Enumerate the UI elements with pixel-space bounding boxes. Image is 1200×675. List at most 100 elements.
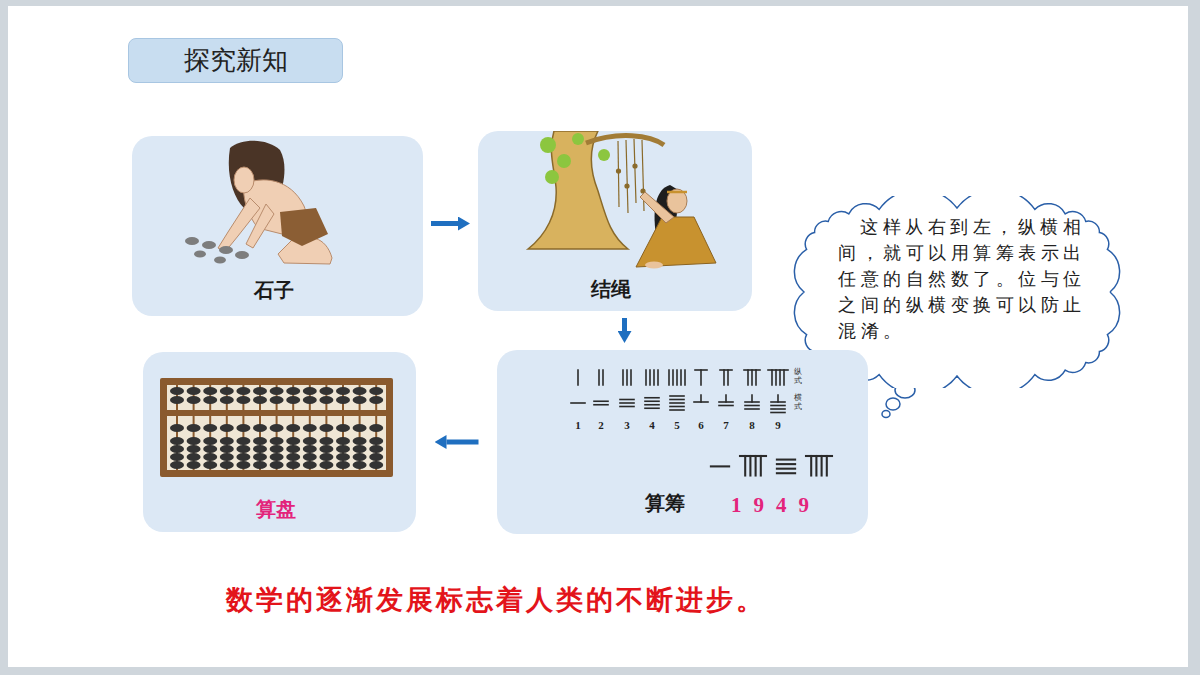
knotted-cords-part [633,164,637,168]
stage-box: 结绳 [478,131,752,311]
stage-label: 结绳 [478,277,744,301]
digit-label: 6 [693,418,709,432]
abacus-beads-part [303,461,317,469]
flow-arrow [431,221,458,226]
abacus-beads-part [353,396,367,404]
counting-rod-symbols-part [745,408,759,410]
abacus-beads-part [253,453,267,461]
counting-rod-symbols-part [620,399,634,401]
abacus-beads-part [319,453,333,461]
counting-rod-symbols-part [745,401,759,403]
abacus-beads-part [187,437,201,445]
abacus-beads-part [336,396,350,404]
counting-rod-symbols-part [719,405,733,407]
stage-box: 石子 [132,136,423,316]
stones-part [185,237,199,245]
abacus-beads-part [187,396,201,404]
abacus-beads-part [286,424,300,432]
counting-rod-symbols-part [620,402,634,404]
counting-rod-symbols-part [821,456,823,476]
abacus-beads-part [319,461,333,469]
stones-part [219,246,233,254]
abacus-beads-part [369,387,383,395]
abacus-beads-part [319,396,333,404]
counting-rod-symbols-part [719,401,733,403]
form-label: 纵式 [794,368,802,386]
abacus-beads-part [286,437,300,445]
abacus-beads-part [270,396,284,404]
abacus-frame [160,378,393,477]
counting-rod-symbols-part [826,456,828,476]
counting-rod-symbols-part [755,370,757,385]
stage-label: 算筹 [635,491,695,515]
counting-rod-symbols-part [630,370,632,385]
digit-label: 9 [770,418,786,432]
counting-rod-symbols-part [747,370,749,385]
counting-rod-symbols-part [725,395,727,402]
counting-rod-symbols-part [815,456,817,476]
abacus-beads-part [170,387,184,395]
knotted-cords-part [634,139,636,203]
abacus-beads-part [270,445,284,453]
counting-rod-symbols-part [670,409,684,411]
tree-part [528,131,628,249]
abacus-beads-part [319,424,333,432]
abacus-beads-part [170,437,184,445]
caveman-figure-part [280,208,328,246]
counting-rod-symbols-part [657,370,659,385]
abacus-beads-part [319,387,333,395]
abacus-beads-part [286,453,300,461]
counting-rod-symbols-part [779,370,781,385]
woman-figure-part [667,191,687,194]
counting-rod-symbols-part [577,370,579,385]
counting-rod-symbols-part [676,370,678,385]
abacus-beads-part [170,453,184,461]
abacus-beads-part [187,453,201,461]
abacus-rods [177,385,376,470]
abacus-beads-part [303,396,317,404]
counting-rod-symbols-part [775,370,777,385]
example-number: 1949 [710,492,830,518]
counting-rod-symbols-part [760,456,762,476]
counting-rod-symbols-part [751,370,753,385]
woman-figure-part [640,192,674,223]
knotted-cords-part [617,169,621,173]
counting-rod-symbols-part [653,370,655,385]
stage-label: 石子 [132,278,415,302]
abacus-beads-part [236,453,250,461]
counting-rod-symbols-part [622,370,624,385]
abacus-beads-part [369,453,383,461]
section-title: 探究新知 [128,38,343,83]
stage-label: 算盘 [143,497,408,521]
abacus-beads-part [369,461,383,469]
abacus-beads-part [353,387,367,395]
woman-figure-part [667,189,687,213]
abacus-beads-part [220,396,234,404]
abacus-beads-part [270,437,284,445]
abacus-beads-part [270,387,284,395]
counting-rod-symbols-part [645,400,659,402]
abacus-beads-part [353,461,367,469]
counting-rod-symbols-part [810,456,812,476]
counting-rod-symbols-part [740,455,766,457]
abacus-beads-part [286,396,300,404]
abacus-beads-part [270,461,284,469]
counting-rod-symbols-part [649,370,651,385]
thought-bubble [882,411,890,418]
abacus-beam [167,410,386,416]
abacus-beads-part [353,445,367,453]
abacus-beads-part [203,461,217,469]
counting-rod-symbols-part [777,463,795,465]
abacus-beads-part [170,445,184,453]
counting-rod-symbols-part [771,401,785,403]
counting-rod-symbols-part [700,395,702,402]
abacus-beads-part [336,387,350,395]
woman-figure [636,185,716,269]
thought-bubble [886,398,900,410]
counting-rod-symbols-part [727,370,729,385]
counting-rod-symbols-part [684,370,686,385]
abacus-beads-part [336,424,350,432]
counting-rod-symbols-part [645,370,647,385]
stage-box: 算筹1949纵式横式123456789 [497,350,868,534]
